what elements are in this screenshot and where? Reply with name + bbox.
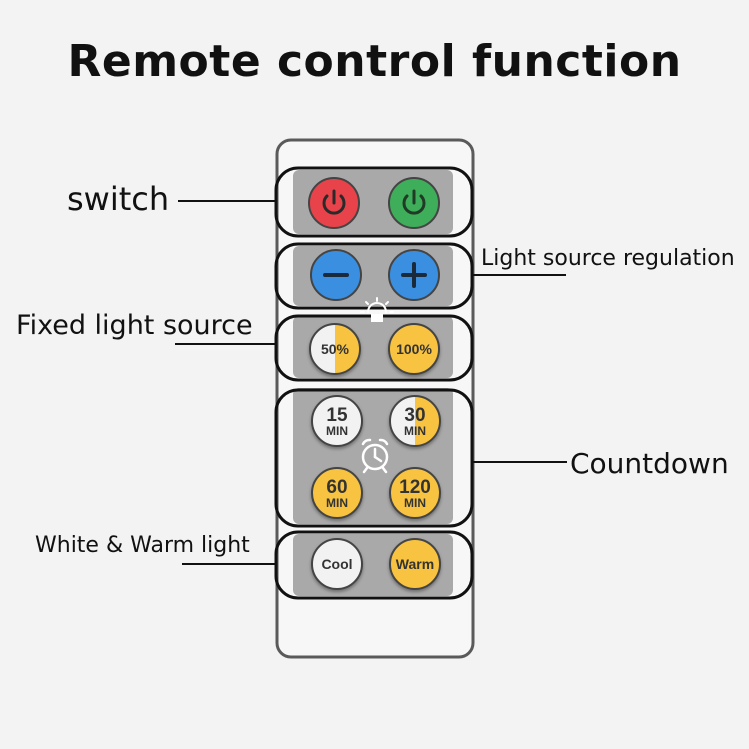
power-icon xyxy=(402,189,426,215)
button-50-label: 50% xyxy=(320,341,350,357)
button-100-percent[interactable]: 100% xyxy=(388,323,440,375)
label-fixed-light: Fixed light source xyxy=(16,310,253,341)
button-30-unit: MIN xyxy=(404,423,426,438)
button-15-min[interactable]: 15 MIN xyxy=(311,395,363,447)
alarm-clock-icon xyxy=(361,438,389,474)
label-light-regulation: Light source regulation xyxy=(481,246,735,271)
button-15-unit: MIN xyxy=(326,423,348,438)
button-100-label: 100% xyxy=(396,341,432,357)
plus-icon xyxy=(401,262,427,288)
button-120-number: 120 xyxy=(399,476,431,498)
button-cool-label: Cool xyxy=(321,556,353,572)
minus-button xyxy=(310,249,362,301)
page-title: Remote control function xyxy=(67,36,682,87)
button-50-percent[interactable]: 50% xyxy=(309,323,361,375)
power-icon xyxy=(322,189,346,215)
button-30-min[interactable]: 30 MIN xyxy=(389,395,441,447)
plus-button xyxy=(388,249,440,301)
outline-countdown xyxy=(274,388,474,528)
button-60-number: 60 xyxy=(326,476,348,498)
sun-icon xyxy=(360,297,394,322)
button-15-number: 15 xyxy=(326,404,348,426)
button-120-unit: MIN xyxy=(404,495,426,510)
button-cool[interactable]: Cool xyxy=(311,538,363,590)
label-switch: switch xyxy=(67,180,170,218)
button-120-min[interactable]: 120 MIN xyxy=(389,467,441,519)
power-off-button xyxy=(308,177,360,229)
button-warm[interactable]: Warm xyxy=(389,538,441,590)
button-30-number: 30 xyxy=(404,404,426,426)
label-white-warm: White & Warm light xyxy=(35,533,250,558)
power-on-button xyxy=(388,177,440,229)
button-60-unit: MIN xyxy=(326,495,348,510)
button-60-min[interactable]: 60 MIN xyxy=(311,467,363,519)
label-countdown: Countdown xyxy=(570,447,729,480)
button-warm-label: Warm xyxy=(395,556,435,572)
